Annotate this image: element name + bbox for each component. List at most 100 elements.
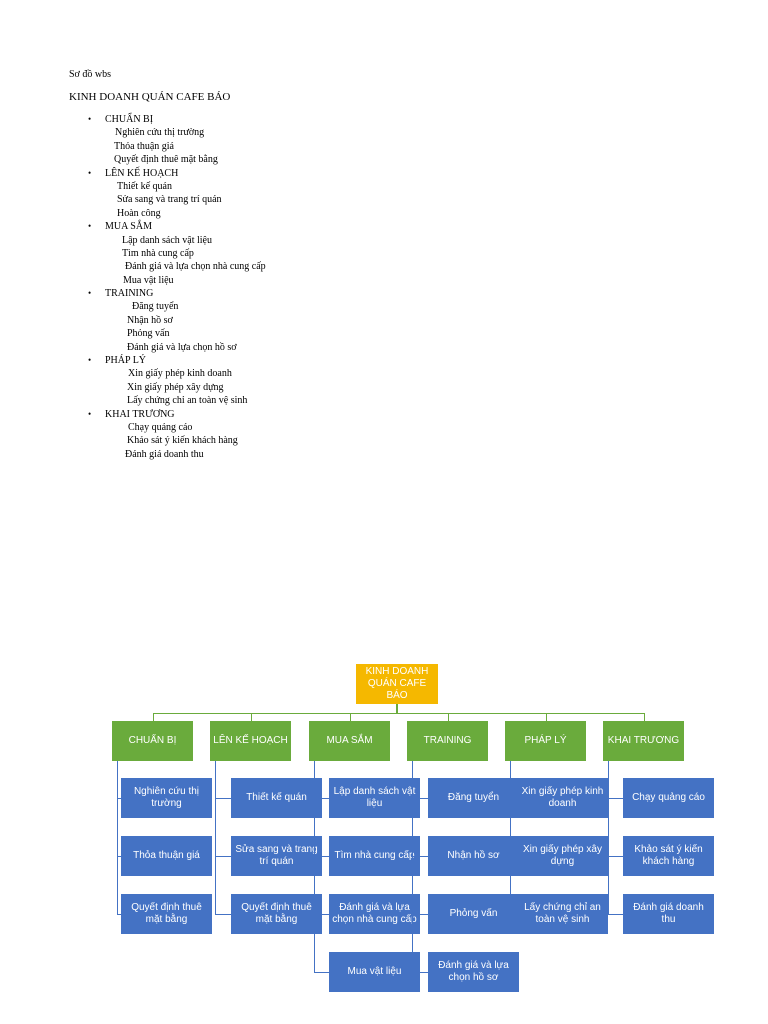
outline-item: Nhận hồ sơ (127, 314, 173, 326)
wbs-group-box: LÊN KẾ HOẠCH (210, 721, 291, 761)
connector-line (510, 798, 517, 799)
wbs-group-box: KHAI TRƯƠNG (603, 721, 684, 761)
connector-line (215, 914, 231, 915)
bullet-icon: • (88, 221, 92, 232)
wbs-task-box: Quyết định thuê mặt bằng (231, 894, 322, 934)
outline-group: • TRAINING (88, 287, 266, 300)
document-heading: KINH DOANH QUÁN CAFE BÁO (69, 91, 231, 103)
outline-item: Thỏa thuận giá (114, 140, 174, 152)
connector-line (608, 761, 609, 914)
outline-group: •PHÁP LÝ (88, 354, 266, 367)
wbs-group-box: CHUẨN BỊ (112, 721, 193, 761)
connector-line (510, 856, 517, 857)
wbs-task-box: Chạy quảng cáo (623, 778, 714, 818)
connector-line (314, 761, 315, 972)
wbs-task-box: Lập danh sách vật liệu (329, 778, 420, 818)
wbs-group-box: MUA SẮM (309, 721, 390, 761)
connector-line (510, 914, 517, 915)
wbs-task-box: Xin giấy phép kinh doanh (517, 778, 608, 818)
outline-item: Đánh giá và lựa chọn hồ sơ (127, 341, 237, 353)
connector-line (608, 914, 623, 915)
wbs-group-box: TRAINING (407, 721, 488, 761)
wbs-task-box: Xin giấy phép xây dựng (517, 836, 608, 876)
bullet-icon: • (88, 167, 92, 178)
wbs-task-box: Quyết định thuê mặt bằng (121, 894, 212, 934)
connector-line (117, 914, 121, 915)
connector-line (117, 798, 121, 799)
connector-line (412, 914, 428, 915)
wbs-task-box: Nhận hồ sơ (428, 836, 519, 876)
outline-item: Đánh giá và lựa chọn nhà cung cấp (125, 261, 266, 273)
connector-line (314, 856, 329, 857)
outline-group: • LÊN KẾ HOẠCH (88, 167, 266, 180)
connector-line (396, 704, 398, 714)
outline-group: • KHAI TRƯƠNG (88, 408, 266, 421)
wbs-task-box: Sửa sang và trang trí quán (231, 836, 322, 876)
connector-line (608, 798, 623, 799)
bullet-icon: • (88, 288, 92, 299)
outline-item: Mua vật liệu (123, 274, 174, 286)
connector-line (412, 761, 413, 972)
wbs-task-box: Đăng tuyển (428, 778, 519, 818)
connector-line (215, 856, 231, 857)
connector-line (215, 761, 216, 914)
wbs-task-box: Mua vật liệu (329, 952, 420, 992)
outline-item: Chạy quảng cáo (128, 421, 193, 433)
connector-line (152, 713, 154, 721)
wbs-root-box: KINH DOANH QUÁN CAFE BÁO (356, 664, 438, 704)
outline-item: Nghiên cứu thị trường (115, 127, 205, 139)
outline-item: Hoàn công (117, 207, 161, 219)
outline-group-label: TRAINING (105, 288, 154, 300)
wbs-task-box: Tìm nhà cung cấp (329, 836, 420, 876)
wbs-task-box: Thiết kế quán (231, 778, 322, 818)
wbs-task-box: Đánh giá và lựa chọn hồ sơ (428, 952, 519, 992)
outline-item: Lấy chứng chỉ an toàn vệ sinh (127, 395, 248, 407)
outline-item: Khảo sát ý kiến khách hàng (127, 435, 238, 447)
connector-line (250, 713, 252, 721)
outline-item: Xin giấy phép kinh doanh (128, 368, 232, 380)
connector-line (314, 798, 329, 799)
outline-group-label: LÊN KẾ HOẠCH (105, 167, 179, 179)
wbs-task-box: Thỏa thuận giá (121, 836, 212, 876)
connector-line (349, 713, 351, 721)
outline-item: Quyết định thuê mặt bằng (114, 154, 218, 166)
connector-line (412, 798, 428, 799)
wbs-group-box: PHÁP LÝ (505, 721, 586, 761)
document-title: Sơ đồ wbs (69, 69, 111, 80)
outline-group-label: KHAI TRƯƠNG (105, 408, 175, 420)
connector-line (545, 713, 547, 721)
outline-item: Đánh giá doanh thu (125, 448, 204, 460)
outline-group: • CHUẨN BỊ (88, 113, 266, 126)
outline-group-label: CHUẨN BỊ (105, 114, 154, 125)
bullet-icon: • (88, 408, 92, 419)
wbs-task-box: Lấy chứng chỉ an toàn vệ sinh (517, 894, 608, 934)
connector-line (117, 761, 118, 914)
connector-line (215, 798, 231, 799)
outline-group-label: PHÁP LÝ (105, 355, 147, 367)
outline-item: Đăng tuyển (132, 301, 179, 313)
connector-line (412, 972, 428, 973)
outline-item: Xin giấy phép xây dựng (127, 381, 224, 393)
connector-line (608, 856, 623, 857)
connector-line (643, 713, 645, 721)
connector-line (314, 914, 329, 915)
outline-item: Thiết kế quán (117, 180, 172, 192)
outline-group-label: MUA SẮM (105, 221, 152, 233)
wbs-task-box: Đánh giá doanh thu (623, 894, 714, 934)
outline-item: Tìm nhà cung cấp (122, 247, 194, 259)
outline-group: • MUA SẮM (88, 220, 266, 233)
connector-line (117, 856, 121, 857)
outline-item: Phỏng vấn (127, 328, 170, 340)
connector-line (510, 761, 511, 914)
connector-line (412, 856, 428, 857)
wbs-task-box: Đánh giá và lựa chọn nhà cung cấp (329, 894, 420, 934)
wbs-task-box: Nghiên cứu thị trường (121, 778, 212, 818)
connector-line (152, 713, 644, 714)
outline-item: Lập danh sách vật liệu (122, 234, 212, 246)
wbs-task-box: Khảo sát ý kiến khách hàng (623, 836, 714, 876)
connector-line (447, 713, 449, 721)
connector-line (314, 972, 329, 973)
bullet-icon: • (88, 114, 92, 124)
outline-item: Sửa sang và trang trí quán (117, 194, 222, 206)
